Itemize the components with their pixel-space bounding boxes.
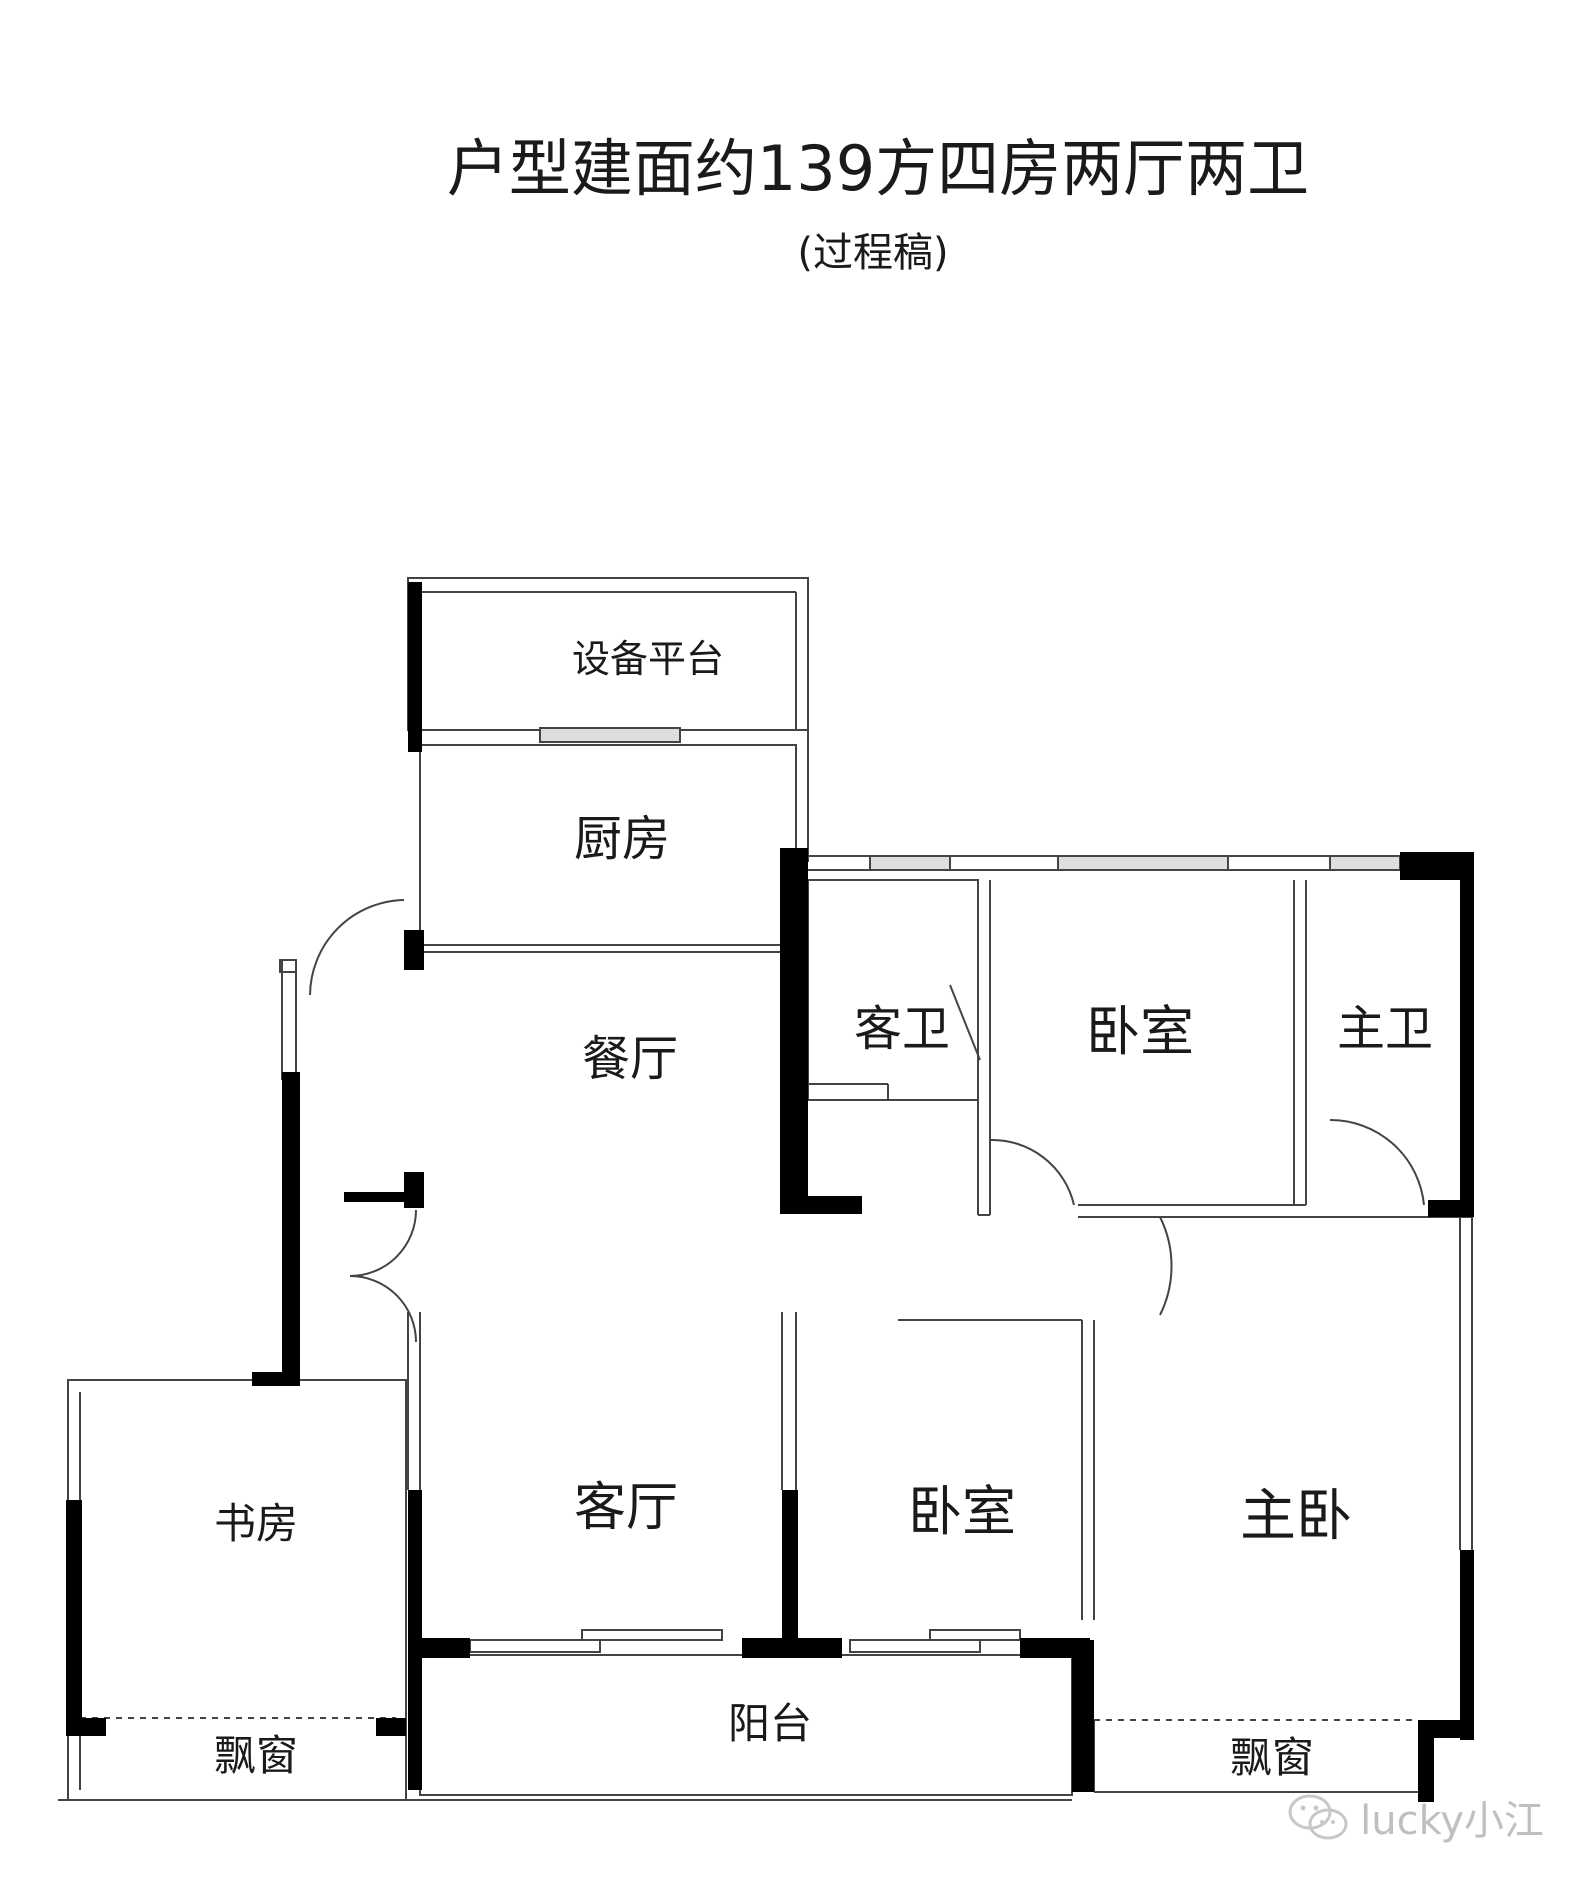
wall-segment [1072,1640,1094,1792]
label-equipment-platform: 设备平台 [572,637,724,681]
label-master-bath: 主卫 [1337,1001,1433,1057]
master-bath-door-arc [1329,1118,1425,1206]
label-bedroom-top: 卧室 [1086,1000,1194,1063]
label-master-bedroom: 主卧 [1240,1484,1352,1549]
living-door-arc [349,1209,417,1343]
label-guest-bath: 客卫 [854,1001,950,1057]
wall-segment [1460,852,1474,1217]
page-title: 户型建面约139方四房两厅两卫 [446,132,1310,205]
label-balcony: 阳台 [728,1699,812,1748]
label-dining: 餐厅 [582,1031,678,1087]
kitchen-outline [419,744,797,946]
wall-segment [408,582,422,752]
wall-segment [780,848,808,1212]
watermark: lucky小江 [1286,1788,1544,1846]
wechat-icon [1288,1794,1348,1840]
label-bedroom-bottom: 卧室 [908,1480,1016,1543]
wall-segment [1460,1550,1474,1740]
page-subtitle: (过程稿) [797,230,949,276]
page-title-wrap: 户型建面约139方四房两厅两卫 [0,118,1596,208]
bedroom-door-arc [989,1138,1075,1206]
label-kitchen: 厨房 [574,811,670,867]
wall-segment [66,1500,82,1720]
dining-door-arc [309,899,405,996]
label-study: 书房 [214,1499,298,1548]
master-door-arc [1159,1216,1173,1316]
label-bay-window-left: 飘窗 [214,1731,298,1780]
label-living: 客厅 [574,1478,678,1538]
watermark-text: lucky小江 [1360,1798,1544,1844]
page-subtitle-wrap: (过程稿) [0,220,1596,278]
wall-segment [282,1072,300,1382]
wall-segment [408,1490,422,1790]
label-bay-window-right: 飘窗 [1230,1733,1314,1782]
